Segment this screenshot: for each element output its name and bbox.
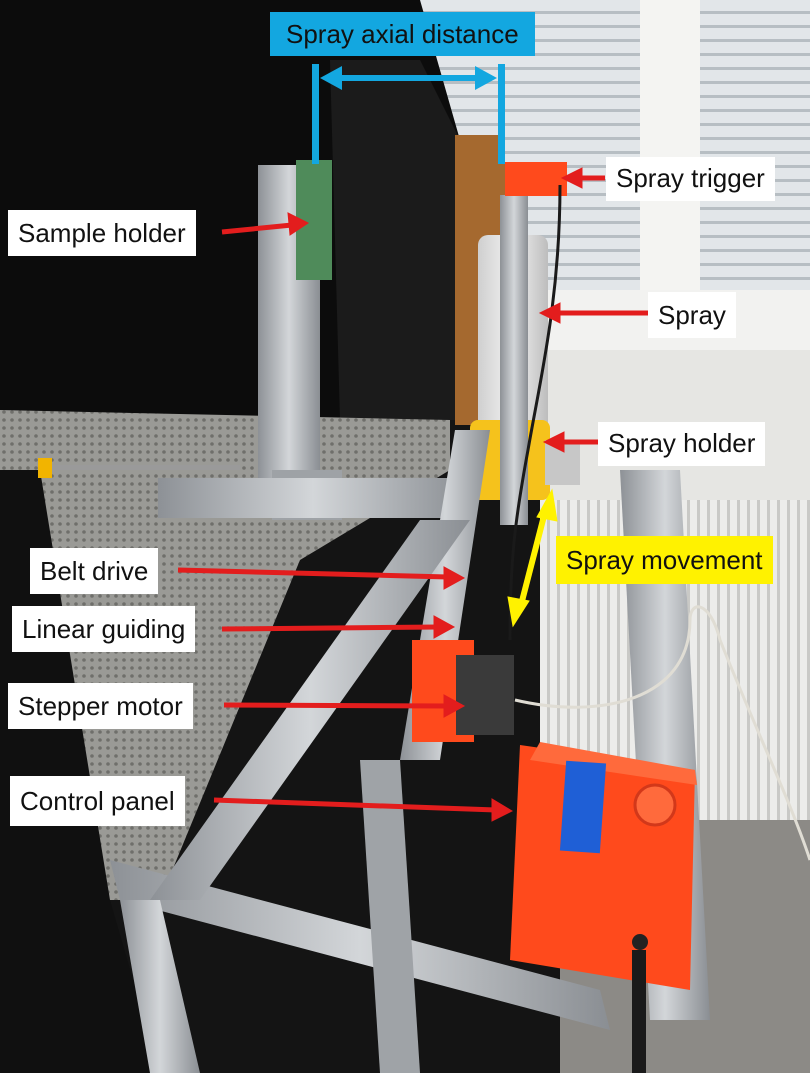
frame-vertical-right	[360, 760, 420, 1073]
arrow-spray-trigger	[560, 167, 605, 189]
arrow-spray	[538, 302, 648, 324]
arrow-stepper-motor	[223, 694, 466, 718]
control-panel-knob	[633, 783, 677, 827]
spray-trigger-servo	[505, 162, 567, 196]
arrow-belt-drive	[177, 566, 466, 590]
control-panel-lcd	[559, 760, 607, 854]
spray-movement-arrow	[507, 488, 558, 628]
label-spray: Spray	[648, 292, 736, 338]
label-control-panel: Control panel	[10, 776, 185, 826]
label-spray-trigger: Spray trigger	[606, 157, 775, 201]
label-belt-drive: Belt drive	[30, 548, 159, 594]
servo-cable	[508, 184, 562, 641]
power-jack	[632, 934, 648, 950]
arrow-spray-holder	[542, 431, 598, 453]
control-panel-top	[530, 742, 697, 785]
frame-left-bar	[150, 520, 470, 900]
power-cable	[632, 950, 646, 1073]
frame-front-bar	[110, 860, 610, 1030]
label-sample-holder: Sample holder	[8, 210, 196, 256]
threaded-rod	[40, 465, 240, 470]
stepper-motor-body	[456, 655, 514, 735]
window-frame	[640, 0, 700, 290]
rod-end-yellow	[38, 458, 52, 478]
red-callout-arrows	[177, 167, 648, 822]
label-spray-movement: Spray movement	[556, 536, 773, 584]
arrow-linear-guiding	[221, 615, 456, 639]
label-spray-holder: Spray holder	[598, 422, 766, 466]
label-spray-axial-distance: Spray axial distance	[270, 12, 535, 56]
sample-holder-rail	[158, 478, 468, 518]
arrow-sample-holder	[221, 212, 309, 236]
label-linear-guiding: Linear guiding	[12, 606, 196, 652]
frame-vertical-left	[120, 900, 200, 1073]
enclosure-side-panel	[330, 60, 460, 420]
arrow-control-panel	[213, 797, 514, 822]
signal-cable	[514, 605, 810, 861]
spray-axial-distance-dimension	[312, 64, 505, 164]
label-stepper-motor: Stepper motor	[8, 683, 193, 729]
